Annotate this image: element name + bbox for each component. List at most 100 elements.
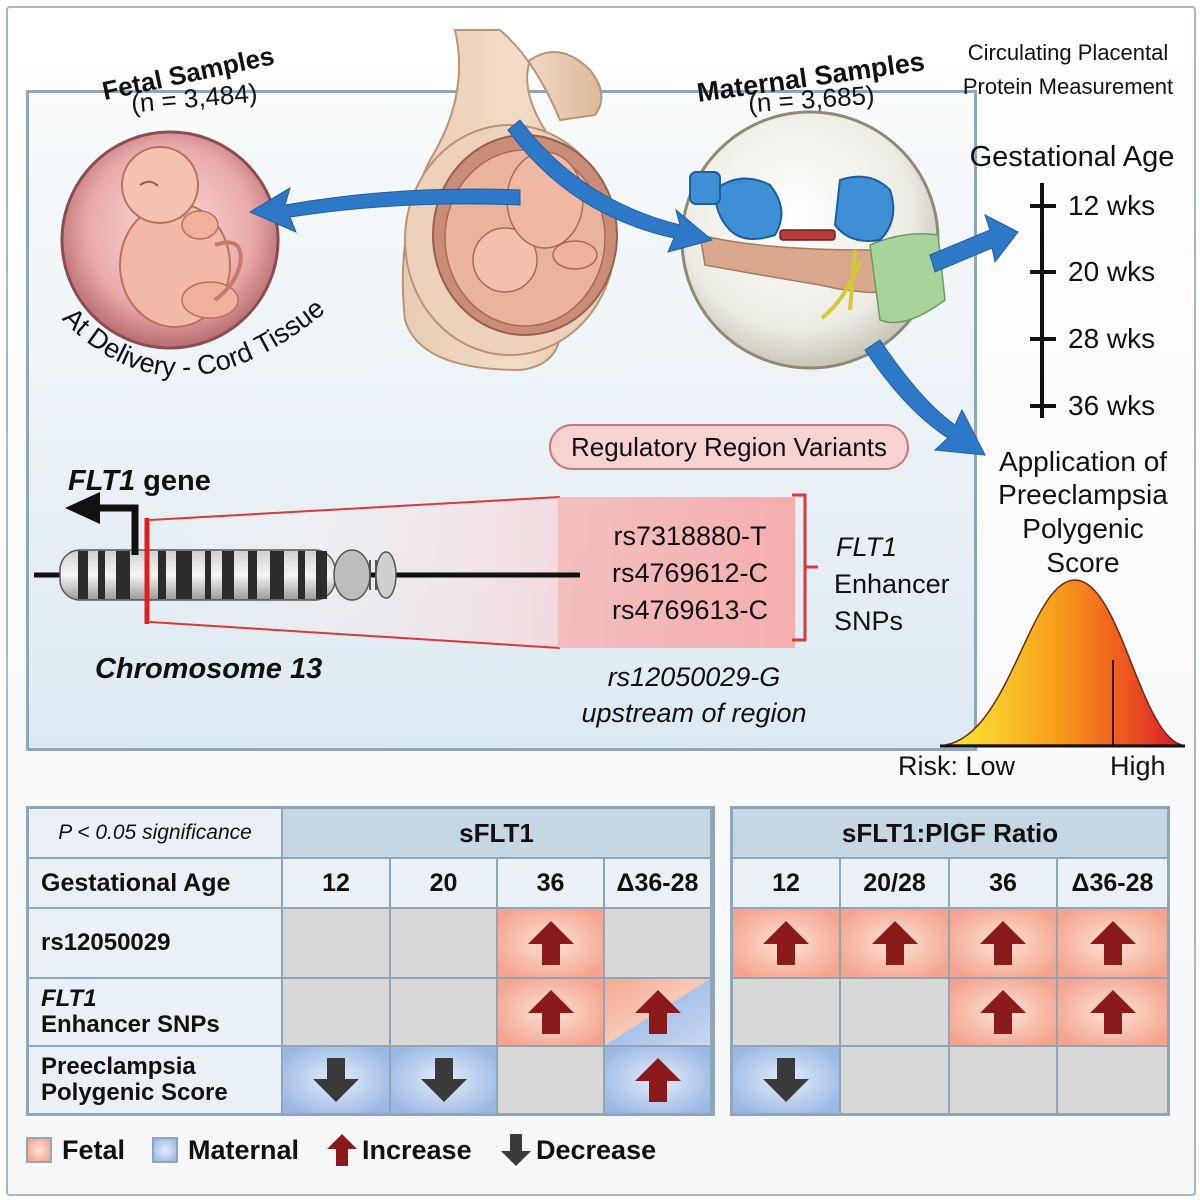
legend-fetal: Fetal (26, 1132, 125, 1168)
fetus-icon (119, 146, 243, 328)
circulating-line-1: Circulating Placental (968, 40, 1169, 65)
increase-arrow-icon (978, 988, 1028, 1036)
row-label-polygenic: Polygenic Score (41, 1079, 228, 1106)
row-label-flt1-enhancer-snps: FLT1 Enhancer SNPs (29, 979, 283, 1047)
flt1-gene-label: FLT1 gene (68, 465, 211, 497)
fetal-swatch-icon (26, 1137, 52, 1163)
row-label-preeclampsia: Preeclampsia (41, 1053, 196, 1081)
increase-arrow-icon (1088, 919, 1138, 967)
application-line-3: Polygenic (1022, 513, 1143, 544)
risk-high-label: High (1110, 751, 1166, 781)
sflt1-cell-r1-c1 (283, 909, 391, 979)
sflt1-col-delta: Δ36-28 (605, 859, 712, 909)
decrease-arrow-icon (419, 1056, 469, 1104)
application-line-2: Preeclampsia (998, 479, 1168, 510)
decrease-arrow-icon (311, 1056, 361, 1104)
ratio-cell-r1-c1 (733, 909, 841, 979)
enhancer-snps-line-3: SNPs (834, 606, 903, 636)
upstream-region-label: upstream of region (581, 698, 806, 728)
maternal-swatch-icon (152, 1137, 178, 1163)
legend-decrease-label: Decrease (536, 1134, 657, 1165)
ratio-cell-r2-c2 (841, 979, 950, 1047)
legend-maternal-label: Maternal (188, 1134, 300, 1165)
chromosome-13-label: Chromosome 13 (95, 653, 322, 685)
snp-3-label: rs4769613-C (612, 595, 768, 625)
risk-low-label: Risk: Low (898, 751, 1016, 781)
sflt1-cell-r1-c4 (605, 909, 712, 979)
transcription-arrowhead-icon (65, 492, 100, 524)
ratio-col-12: 12 (733, 859, 841, 909)
increase-arrow-icon (870, 919, 920, 967)
week-28-label: 28 wks (1068, 323, 1155, 354)
legend-decrease: Decrease (500, 1132, 656, 1168)
gloved-hand-left-icon (689, 171, 783, 240)
week-20-label: 20 wks (1068, 256, 1155, 287)
decrease-arrow-icon (761, 1056, 811, 1104)
legend-maternal: Maternal (152, 1132, 299, 1168)
week-12-label: 12 wks (1068, 190, 1155, 221)
sflt1-header: sFLT1 (283, 809, 712, 859)
ratio-cell-r2-c1 (733, 979, 841, 1047)
sflt1-cell-r3-c4 (605, 1047, 712, 1113)
enhancer-snps-line-2: Enhancer (834, 569, 950, 599)
increase-arrow-icon (327, 1134, 357, 1166)
ratio-cell-r1-c2 (841, 909, 950, 979)
ratio-cell-r3-c1 (733, 1047, 841, 1113)
ratio-cell-r3-c4 (1058, 1047, 1167, 1113)
decrease-arrow-icon (501, 1134, 531, 1166)
ratio-cell-r2-c3 (950, 979, 1058, 1047)
increase-arrow-icon (633, 988, 683, 1036)
sflt1-cell-r3-c3 (498, 1047, 605, 1113)
sflt1-cell-r2-c3 (498, 979, 605, 1047)
risk-distribution-curve (940, 579, 1185, 748)
row-label-flt1: FLT1 (41, 985, 97, 1013)
regulatory-region-pill (549, 424, 909, 470)
ratio-cell-r2-c4 (1058, 979, 1167, 1047)
sflt1-cell-r2-c4 (605, 979, 712, 1047)
overview-illustration: Fetal Samples (n = 3,484) At Delivery - … (34, 29, 1185, 781)
sflt1-col-36: 36 (498, 859, 605, 909)
gloved-hand-right-icon (833, 175, 895, 242)
snp-2-label: rs4769612-C (612, 558, 768, 588)
increase-arrow-icon (761, 919, 811, 967)
increase-arrow-icon (633, 1056, 683, 1104)
fetus-in-womb-icon (472, 151, 598, 293)
ratio-cell-r3-c2 (841, 1047, 950, 1113)
arrow-to-fetal-icon (248, 186, 521, 233)
significance-cell: P < 0.05 significance (29, 809, 283, 859)
sflt1-cell-r2-c1 (283, 979, 391, 1047)
sflt1-cell-r1-c3 (498, 909, 605, 979)
ratio-cell-r1-c4 (1058, 909, 1167, 979)
gestational-age-title: Gestational Age (970, 141, 1175, 173)
regulatory-region-label: Regulatory Region Variants (571, 432, 887, 462)
legend-increase: Increase (326, 1132, 472, 1168)
increase-arrow-icon (526, 988, 576, 1036)
row-label-polygenic-score: Preeclampsia Polygenic Score (29, 1047, 283, 1113)
snp-bracket (792, 493, 818, 642)
row-label-enhancer-snps: Enhancer SNPs (41, 1011, 220, 1038)
snp-1-label: rs7318880-T (613, 521, 766, 551)
ratio-col-delta: Δ36-28 (1058, 859, 1167, 909)
fetal-sample-illustration (60, 130, 280, 350)
sflt1-cell-r3-c2 (391, 1047, 498, 1113)
arrow-to-polygenic-score-icon (864, 339, 986, 456)
transcription-direction-arrow (95, 504, 139, 555)
increase-arrow-icon (978, 919, 1028, 967)
arrow-to-gestational-age-icon (929, 213, 1019, 273)
blood-tube-icon (779, 229, 836, 241)
sflt1-col-12: 12 (283, 859, 391, 909)
maternal-sample-illustration (680, 110, 946, 370)
chromosome-13-icon (34, 518, 580, 624)
sflt1-col-20: 20 (391, 859, 498, 909)
ratio-header: sFLT1:PlGF Ratio (733, 809, 1167, 859)
sflt1-cell-r3-c1 (283, 1047, 391, 1113)
enhancer-snps-line-1: FLT1 (836, 532, 897, 562)
arrow-to-maternal-icon (507, 119, 714, 253)
ratio-cell-r3-c3 (950, 1047, 1058, 1113)
sflt1-cell-r1-c2 (391, 909, 498, 979)
legend-fetal-label: Fetal (62, 1134, 126, 1165)
ratio-col-20-28: 20/28 (841, 859, 950, 909)
week-36-label: 36 wks (1068, 390, 1155, 421)
application-line-1: Application of (999, 446, 1167, 477)
row-label-rs12050029: rs12050029 (29, 909, 283, 979)
